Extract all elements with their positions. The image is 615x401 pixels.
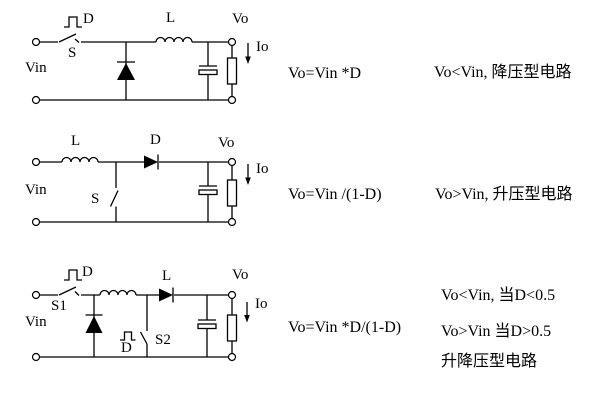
boost-vout-label: Vo (218, 135, 235, 151)
buck-boost-switch1-label: S1 (51, 298, 67, 314)
buck-switch-blade (58, 33, 80, 43)
buck-inductor-label: L (166, 10, 176, 26)
buck-boost-capacitor-body (197, 323, 217, 330)
buck-switch-label: S (68, 45, 77, 61)
boost-switch-blade (109, 190, 119, 207)
buck-output-current-arrowhead (245, 56, 251, 64)
boost-vin-label: Vin (25, 182, 47, 198)
buck-circuit (31, 16, 251, 105)
boost-diode-label: D (150, 132, 161, 148)
boost-output-terminal-top (227, 157, 237, 167)
buck-boost-formula: Vo=Vin *D/(1-D) (288, 319, 402, 336)
buck-boost-iout-label: Io (255, 296, 268, 312)
boost-formula: Vo=Vin /(1-D) (288, 186, 382, 203)
buck-boost-duty2-label: D (121, 340, 132, 356)
buck-boost-output-current-arrowhead (244, 315, 250, 323)
boost-input-terminal-top (31, 157, 41, 167)
buck-boost-wires (39, 294, 233, 358)
boost-inductor-coil (61, 156, 99, 163)
buck-boost-inductor-label: L (162, 268, 172, 284)
buck-diode (117, 63, 135, 80)
buck-boost-switch2-label: S2 (155, 332, 171, 348)
boost-wires (39, 161, 233, 223)
buck-capacitor-body (198, 69, 218, 76)
boost-output-terminal-bottom (227, 217, 237, 227)
buck-boost-switch2-blade (139, 331, 148, 345)
buck-boost-pulse2-waveform-icon (120, 331, 136, 341)
buck-boost-output-terminal-bottom (227, 352, 237, 362)
buck-vout-label: Vo (232, 11, 249, 27)
buck-boost-duty1-label: D (82, 264, 93, 280)
buck-boost-note-2: Vo>Vin 当D>0.5 (441, 323, 552, 340)
buck-input-terminal-top (31, 37, 41, 47)
buck-load-resistor (226, 57, 238, 85)
boost-circuit (31, 154, 251, 227)
buck-boost-inductor-coil (99, 289, 137, 296)
buck-boost-output-terminal-top (227, 290, 237, 300)
boost-iout-label: Io (256, 161, 269, 177)
buck-boost-vin-label: Vin (25, 314, 47, 330)
buck-note: Vo<Vin, 降压型电路 (434, 64, 572, 81)
buck-vin-label: Vin (25, 60, 47, 76)
boost-note: Vo>Vin, 升压型电路 (435, 186, 573, 203)
boost-input-terminal-bottom (31, 217, 41, 227)
buck-boost-input-terminal-bottom (31, 352, 41, 362)
buck-boost-note-1: Vo<Vin, 当D<0.5 (441, 287, 556, 304)
buck-iout-label: Io (256, 39, 269, 55)
buck-boost-diode2 (159, 288, 173, 302)
buck-boost-vout-label: Vo (232, 267, 249, 283)
boost-inductor-label: L (71, 133, 81, 149)
buck-pulse-waveform-icon (64, 16, 82, 28)
buck-boost-note-3: 升降压型电路 (441, 353, 538, 370)
buck-output-terminal-top (227, 37, 237, 47)
buck-inductor-coil (155, 36, 193, 43)
boost-load-resistor (226, 179, 238, 207)
buck-input-terminal-bottom (31, 95, 41, 105)
boost-switch-label: S (91, 191, 100, 207)
boost-diode (144, 155, 158, 169)
buck-output-terminal-bottom (227, 95, 237, 105)
buck-boost-input-terminal-top (31, 290, 41, 300)
buck-formula: Vo=Vin *D (288, 65, 362, 82)
boost-capacitor-body (198, 189, 218, 196)
buck-boost-pulse1-waveform-icon (64, 269, 82, 281)
buck-boost-switch1-blade (58, 286, 80, 296)
buck-boost-load-resistor (226, 314, 238, 342)
buck-duty-label: D (83, 11, 94, 27)
boost-output-current-arrowhead (245, 177, 251, 185)
buck-boost-diode1 (85, 316, 103, 333)
buck-boost-circuit (31, 269, 250, 362)
